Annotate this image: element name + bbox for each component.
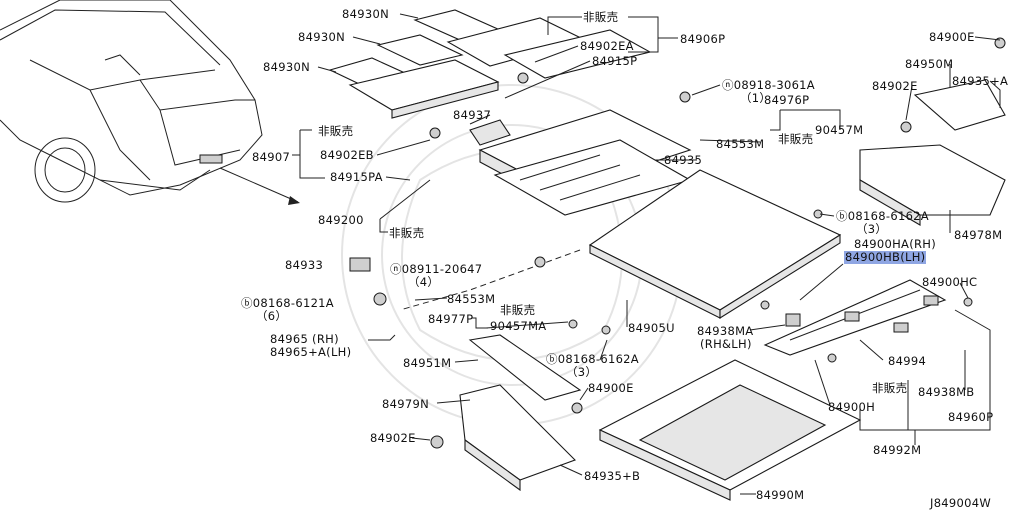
part-number-label: （3） (856, 222, 888, 236)
right-side-box (859, 79, 1006, 226)
part-number-label: 84902EA (580, 39, 634, 53)
part-number-label: 84960P (948, 410, 994, 424)
part-number-label: 非販売 (318, 124, 354, 138)
part-number-label: 非販売 (500, 303, 536, 317)
part-number-label: 849200 (318, 213, 364, 227)
part-number-label: 84907 (252, 150, 291, 164)
part-number-label: 84992M (873, 443, 922, 457)
part-number-label: 84915PA (330, 170, 383, 184)
part-number-label: 84553M (716, 137, 765, 151)
part-number-label: 84994 (888, 354, 927, 368)
floor-board-panels (328, 9, 652, 119)
part-number-label: 84978M (954, 228, 1003, 242)
part-number-label: 非販売 (389, 226, 425, 240)
part-number-label: 84935+A (952, 74, 1009, 88)
part-number-label: 90457MA (490, 319, 547, 333)
part-number-label: 84977P (428, 312, 474, 326)
part-number-label: 84930N (342, 7, 389, 21)
part-number-label: （4） (408, 275, 440, 289)
part-number-label: 84938MB (918, 385, 975, 399)
part-number-label: 84900E (929, 30, 975, 44)
part-number-label: 84938MA (697, 324, 754, 338)
leader-lines (292, 13, 1001, 495)
part-number-label: 84950M (905, 57, 954, 71)
part-number-label: 84930N (298, 30, 345, 44)
part-number-label: (RH&LH) (700, 337, 752, 351)
part-number-label: 84902E (872, 79, 918, 93)
part-number-label: 84900E (588, 381, 634, 395)
left-side-box (459, 334, 582, 492)
part-number-label: 84965+A(LH) (270, 345, 352, 359)
part-number-label: 非販売 (583, 10, 619, 24)
part-number-label: 84900HC (922, 275, 978, 289)
part-number-label: 84915P (592, 54, 638, 68)
rear-scuff-plate (763, 279, 947, 356)
part-number-label: 90457M (815, 123, 864, 137)
part-number-label: 84979N (382, 397, 429, 411)
part-number-label: ⓑ08168-6162A (546, 352, 639, 366)
part-number-label: 84965 (RH) (270, 332, 339, 346)
diagram-code: J849004W (930, 496, 992, 510)
main-floor-board (399, 169, 842, 319)
part-number-label: 84935+B (584, 469, 641, 483)
part-number-label: （1） (740, 91, 772, 105)
cargo-tub (598, 359, 862, 501)
center-cargo-tray (469, 109, 692, 216)
part-number-label: 84900HA(RH) (854, 237, 937, 251)
part-number-label: 非販売 (872, 381, 908, 395)
part-number-label: 84900HB(LH) (844, 250, 927, 264)
part-number-label: 84900H (828, 400, 876, 414)
part-number-label: 非販売 (778, 132, 814, 146)
part-number-label: ⓑ08168-6162A (836, 209, 929, 223)
fasteners (349, 37, 1006, 449)
part-number-label: 84935 (664, 153, 703, 167)
part-number-label: 84951M (403, 356, 452, 370)
part-number-label: 84902EB (320, 148, 374, 162)
part-number-label: ⓝ08918-3061A (722, 78, 815, 92)
part-number-label: 84553M (447, 292, 496, 306)
part-number-label: 84933 (285, 258, 324, 272)
part-number-label: 84990M (756, 488, 805, 502)
part-number-label: 84937 (453, 108, 492, 122)
part-number-label: （3） (566, 365, 598, 379)
part-number-label: 84930N (263, 60, 310, 74)
part-number-label: 84976P (764, 93, 810, 107)
vehicle-illustration (0, 0, 300, 205)
part-number-label: 84905U (628, 321, 675, 335)
part-number-label: ⓝ08911-20647 (390, 262, 483, 276)
part-number-label: ⓑ08168-6121A (241, 296, 334, 310)
part-number-label: （6） (256, 309, 288, 323)
part-number-label: 84902E (370, 431, 416, 445)
part-number-label: 84906P (680, 32, 726, 46)
